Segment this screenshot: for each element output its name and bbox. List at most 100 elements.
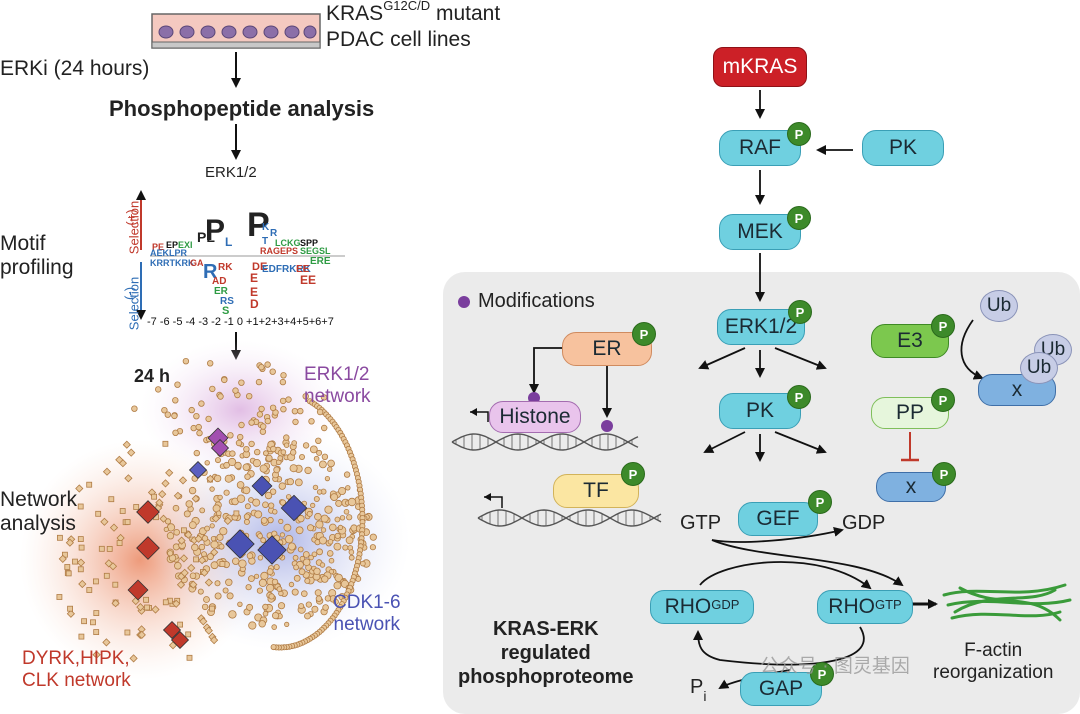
network-node bbox=[248, 440, 255, 448]
network-node bbox=[93, 629, 100, 635]
network-node bbox=[306, 510, 313, 517]
network-node bbox=[204, 626, 213, 635]
network-node bbox=[65, 538, 75, 547]
network-node bbox=[279, 397, 287, 405]
network-hub-node bbox=[280, 494, 308, 522]
network-node bbox=[205, 415, 212, 423]
network-node bbox=[298, 603, 305, 610]
network-node bbox=[174, 381, 181, 388]
histone-node: Histone bbox=[489, 401, 581, 433]
network-node bbox=[305, 601, 312, 608]
network-hub-node bbox=[251, 475, 273, 497]
tf-node: TF bbox=[553, 474, 639, 508]
network-node bbox=[262, 603, 269, 611]
network-node bbox=[108, 562, 118, 571]
network-node bbox=[286, 478, 294, 486]
network-node bbox=[116, 533, 125, 543]
network-node bbox=[327, 459, 335, 468]
network-node bbox=[289, 464, 298, 473]
f-actin-icon bbox=[942, 583, 1072, 622]
network-node bbox=[294, 478, 303, 487]
network-node bbox=[290, 449, 297, 456]
network-node bbox=[321, 424, 328, 432]
network-node bbox=[172, 429, 179, 436]
network-node bbox=[236, 481, 245, 489]
network-node bbox=[86, 587, 93, 593]
network-node bbox=[277, 602, 286, 610]
network-node bbox=[67, 605, 73, 612]
network-node bbox=[258, 578, 267, 588]
network-node bbox=[133, 504, 140, 510]
network-node bbox=[93, 610, 100, 616]
network-node bbox=[57, 534, 63, 541]
network-node bbox=[206, 553, 214, 561]
network-node bbox=[225, 578, 233, 586]
network-node bbox=[92, 650, 101, 659]
network-node bbox=[186, 654, 193, 661]
network-node bbox=[346, 514, 353, 521]
network-node bbox=[198, 543, 206, 551]
network-node bbox=[264, 361, 271, 368]
phospho-badge: P bbox=[632, 322, 656, 346]
network-node bbox=[182, 358, 190, 365]
network-node bbox=[291, 588, 299, 596]
network-node bbox=[313, 455, 320, 462]
network-node bbox=[271, 611, 280, 620]
svg-text:PE: PE bbox=[152, 242, 164, 252]
network-node bbox=[278, 482, 286, 490]
cdk-network-label: CDK1-6 network bbox=[333, 592, 401, 635]
network-node bbox=[189, 580, 198, 589]
network-node bbox=[162, 440, 169, 447]
svg-text:R: R bbox=[270, 228, 278, 239]
network-node bbox=[320, 527, 327, 533]
network-node bbox=[204, 578, 214, 587]
network-node bbox=[210, 536, 217, 542]
network-node bbox=[206, 474, 215, 484]
network-node bbox=[108, 496, 115, 503]
network-node bbox=[204, 525, 211, 532]
network-node bbox=[129, 654, 138, 663]
network-node bbox=[214, 592, 222, 600]
network-node bbox=[288, 581, 295, 588]
network-node bbox=[321, 453, 329, 460]
network-node bbox=[254, 573, 260, 579]
network-node bbox=[174, 561, 182, 570]
network-node bbox=[238, 379, 245, 386]
f-actin-label: F-actin reorganization bbox=[933, 640, 1054, 683]
erk12-node: ERK1/2 bbox=[717, 309, 805, 345]
network-node bbox=[102, 638, 111, 647]
network-node bbox=[217, 393, 224, 400]
network-node bbox=[199, 617, 208, 626]
network-node bbox=[78, 633, 85, 640]
network-node bbox=[262, 450, 269, 457]
network-node bbox=[98, 545, 105, 552]
network-node bbox=[269, 368, 276, 375]
network-node bbox=[222, 587, 229, 594]
network-node bbox=[66, 609, 76, 618]
network-node bbox=[78, 579, 87, 589]
network-node bbox=[136, 602, 145, 612]
network-node bbox=[210, 548, 219, 557]
network-node bbox=[200, 568, 209, 577]
svg-text:T: T bbox=[262, 236, 268, 247]
network-node bbox=[159, 514, 168, 523]
erk-network-label: ERK1/2 network bbox=[304, 364, 371, 407]
network-node bbox=[312, 484, 319, 491]
pi-label: Pi bbox=[690, 676, 707, 704]
network-node bbox=[270, 445, 277, 453]
svg-text:KRRTKRK: KRRTKRK bbox=[150, 258, 195, 268]
network-node bbox=[246, 603, 254, 611]
network-node bbox=[293, 574, 301, 582]
network-node bbox=[235, 439, 243, 447]
network-node bbox=[269, 404, 277, 411]
network-node bbox=[185, 500, 193, 508]
network-node bbox=[332, 598, 339, 605]
svg-text:R: R bbox=[203, 261, 218, 283]
dyrk-network-label: DYRK,HIPK, CLK network bbox=[22, 648, 131, 691]
network-node bbox=[176, 580, 186, 589]
network-node bbox=[109, 523, 119, 532]
network-node bbox=[161, 479, 170, 488]
network-node bbox=[337, 524, 344, 531]
dna-helix bbox=[451, 433, 639, 451]
